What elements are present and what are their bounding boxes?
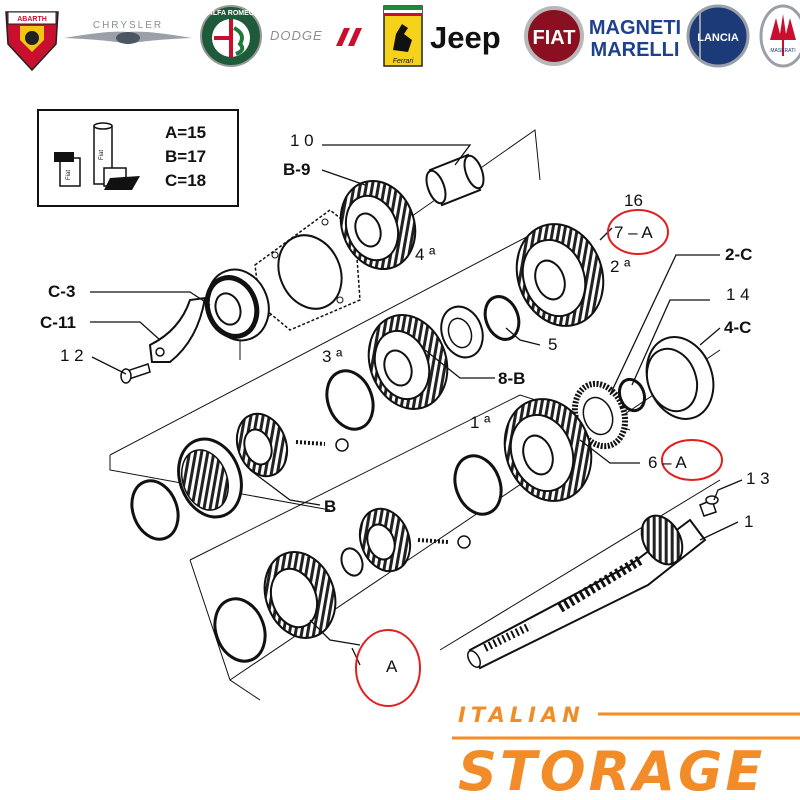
brand-logo-strip: ABARTH CHRYSLER ALFA ROMEO DODGE Ferrari… (5, 4, 800, 72)
legend-box-label-2: Fiat (99, 150, 105, 160)
italian-storage-watermark: ITALIAN STORAGE (452, 703, 800, 800)
highlight-circles (355, 209, 723, 707)
gear-1st-6-A (503, 398, 593, 502)
legend-value-b: B=17 (165, 147, 206, 166)
ferrari-logo: Ferrari (383, 5, 423, 67)
synchro-ring-4th (130, 479, 180, 541)
label-B-9: B-9 (283, 160, 310, 179)
synchro-sleeve-3-4 (177, 437, 243, 519)
label-B: B (324, 497, 336, 516)
label-7-A: 7 – A (614, 223, 653, 242)
magneti-text: MAGNETI (589, 17, 681, 39)
fiat-text: FIAT (533, 27, 576, 49)
synchro-hub-3-4 (235, 412, 349, 478)
gear-3rd-8-B (367, 314, 449, 410)
synchro-ring-2nd (213, 597, 267, 663)
label-2nd: 2 ª (610, 257, 631, 276)
label-4th: 4 ª (415, 245, 436, 264)
magneti-marelli-logo: MAGNETI MARELLI (589, 17, 681, 61)
synchro-ring-1st (453, 454, 503, 516)
chrysler-logo: CHRYSLER (64, 20, 192, 44)
ferrari-text: Ferrari (393, 58, 414, 65)
label-10: 1 0 (290, 131, 314, 150)
synchro-hub-1-2 (340, 507, 471, 577)
legend-box-label-3: Fiat (110, 180, 120, 186)
label-1st: 1 ª (470, 413, 491, 432)
legend-box: Fiat Fiat Fiat A=15 B=17 C=18 (37, 109, 239, 207)
watermark-line1: ITALIAN (458, 703, 585, 727)
alfa-romeo-text: ALFA ROMEO (208, 10, 255, 17)
abarth-logo: ABARTH (5, 11, 59, 72)
highlight-6-A (661, 439, 723, 481)
maserati-logo: MASERATI (759, 4, 800, 68)
label-A: A (386, 657, 398, 676)
circlip-part-5 (483, 295, 521, 341)
label-4-C: 4-C (724, 318, 751, 337)
legend-value-a: A=15 (165, 123, 206, 142)
label-C-11: C-11 (40, 313, 76, 332)
maserati-text: MASERATI (770, 48, 795, 54)
label-5: 5 (548, 335, 557, 354)
label-6-A: 6 – A (648, 453, 687, 472)
label-C-3: C-3 (48, 282, 75, 301)
synchro-sleeve-1-2 (263, 551, 337, 639)
highlight-A (355, 629, 421, 707)
thrust-washer (440, 305, 484, 359)
watermark-line2: STORAGE (458, 740, 765, 800)
highlight-7-A (607, 209, 669, 255)
fiat-logo: FIAT (524, 6, 584, 66)
bushing-part-10 (425, 153, 485, 207)
gear-4th-B-9 (339, 179, 417, 271)
bearing-C-3 (204, 268, 270, 342)
legend-value-c: C=18 (165, 171, 206, 190)
assembly-outlines (109, 129, 721, 701)
label-12: 1 2 (60, 346, 84, 365)
leader-lines (90, 144, 743, 666)
marelli-text: MARELLI (591, 39, 680, 61)
bracket-C-11 (148, 296, 207, 363)
synchro-ring-3rd (325, 369, 375, 431)
alfa-romeo-logo: ALFA ROMEO (200, 5, 262, 67)
gear-2nd-7-A (515, 223, 605, 327)
lancia-logo: LANCIA (686, 4, 750, 68)
label-3rd: 3 ª (322, 347, 343, 366)
plug-part-13 (699, 495, 719, 517)
label-13: 1 3 (746, 469, 770, 488)
label-16: 16 (624, 191, 643, 210)
label-14: 1 4 (726, 285, 750, 304)
dodge-logo: DODGE (270, 28, 362, 46)
abarth-text: ABARTH (17, 16, 47, 23)
label-1: 1 (744, 512, 753, 531)
main-shaft-part-1 (467, 514, 707, 670)
label-8-B: 8-B (498, 369, 525, 388)
chrysler-text: CHRYSLER (93, 20, 163, 31)
lancia-text: LANCIA (697, 32, 739, 44)
dodge-text: DODGE (270, 28, 323, 43)
legend-boxes-icon: Fiat Fiat Fiat (54, 122, 140, 190)
label-2-C: 2-C (725, 245, 752, 264)
legend-box-label-1: Fiat (66, 170, 72, 180)
jeep-logo: Jeep (430, 20, 501, 55)
callout-labels: 1 0 B-9 4 ª 16 7 – A 2 ª 2-C C-3 C-11 1 … (40, 131, 770, 676)
bearing-4-C (645, 336, 715, 420)
gearbox-exploded-diagram: Fiat Fiat Fiat A=15 B=17 C=18 (37, 109, 770, 707)
